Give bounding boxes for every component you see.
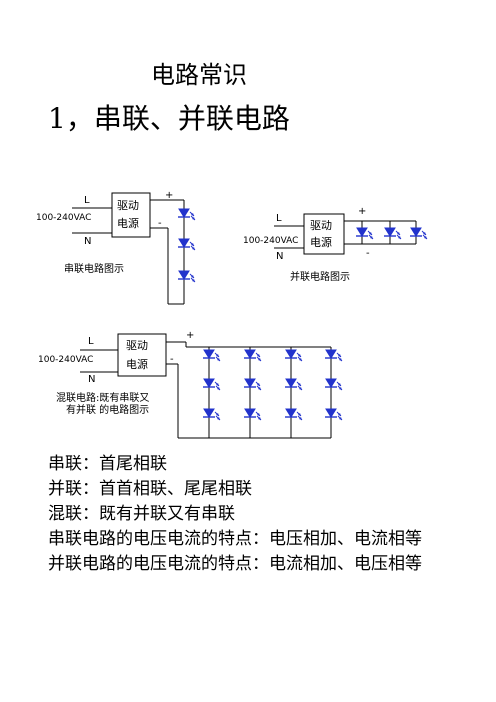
led-icon [203,408,221,421]
led-icon [244,378,262,391]
mixed-caption-line-1: 混联电路:既有串联又 [56,391,149,404]
parallel-driver-label-1: 驱动 [310,219,332,232]
line-series-characteristics: 串联电路的电压电流的特点：电压相加、电流相等 [48,529,422,549]
led-icon [203,378,221,391]
parallel-n-label: N [276,251,283,262]
led-icon [325,408,343,421]
mixed-voltage-label: 100-240VAC [38,355,93,365]
body-text: 串联：首尾相联 并联：首首相联、尾尾相联 混联：既有并联又有串联 串联电路的电压… [48,452,468,577]
line-series-definition: 串联：首尾相联 [48,454,167,474]
series-driver-label-1: 驱动 [117,199,139,212]
mixed-minus-label: - [170,354,174,365]
led-icon [244,349,262,362]
led-icon [285,408,303,421]
led-icon [178,208,196,221]
led-icon [325,349,343,362]
parallel-driver-label-2: 电源 [310,235,332,249]
series-voltage-label: 100-240VAC [36,213,91,223]
mixed-n-label: N [88,374,95,385]
led-icon [285,378,303,391]
mixed-caption-line-2: 有并联 的电路图示 [66,403,149,416]
mixed-circuit-diagram: L 100-240VAC N 驱动 电源 + - 混联电路:既有串联又 有并联 … [38,330,343,439]
parallel-circuit-diagram: L 100-240VAC N 驱动 电源 + - 并联电路图示 [243,206,428,283]
led-icon [410,227,428,240]
led-icon [178,270,196,283]
series-driver-label-2: 电源 [117,216,139,230]
series-plus-label: + [165,190,173,201]
series-n-label: N [84,236,91,247]
line-mixed-definition: 混联：既有并联又有串联 [48,504,235,524]
parallel-l-label: L [276,213,282,224]
parallel-caption: 并联电路图示 [290,270,350,283]
led-icon [384,227,402,240]
mixed-driver-label-1: 驱动 [126,339,148,352]
series-minus-label: - [158,218,162,229]
led-icon [178,238,196,251]
series-l-label: L [84,195,90,206]
led-icon [325,378,343,391]
page-title: 电路常识 [151,61,247,89]
mixed-driver-label-2: 电源 [126,357,148,371]
led-icon [244,408,262,421]
line-parallel-definition: 并联：首首相联、尾尾相联 [48,479,252,499]
led-icon [203,349,221,362]
parallel-minus-label: - [366,248,370,259]
series-caption: 串联电路图示 [64,262,124,275]
led-icon [356,227,374,240]
line-parallel-characteristics: 并联电路的电压电流的特点：电流相加、电压相等 [48,554,422,574]
series-circuit-diagram: L 100-240VAC N 驱动 电源 + - 串联电路图示 [36,190,196,305]
mixed-l-label: L [88,336,94,347]
mixed-plus-label: + [186,330,194,341]
parallel-voltage-label: 100-240VAC [243,236,298,246]
section-heading: 1，串联、并联电路 [48,102,290,135]
led-icon [285,349,303,362]
parallel-plus-label: + [358,206,366,217]
